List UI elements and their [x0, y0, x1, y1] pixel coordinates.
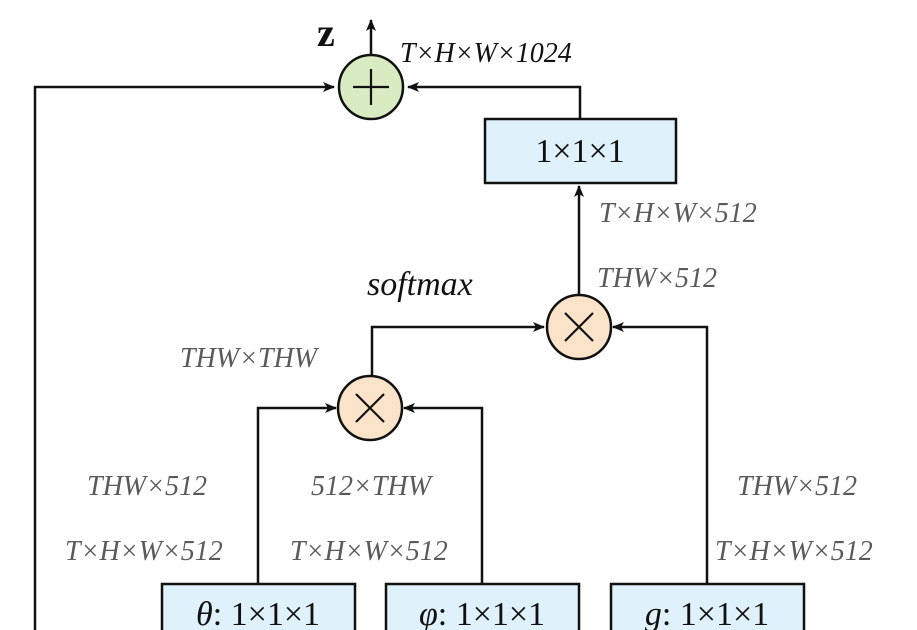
projection-input-dim-label: T×H×W×512 — [599, 198, 757, 229]
output-dim-label: T×H×W×1024 — [400, 38, 572, 69]
g-to-product-arrow — [612, 322, 709, 583]
g-kernel: : 1×1×1 — [662, 596, 769, 630]
theta-out-dim-label: T×H×W×512 — [65, 536, 223, 567]
softmax-label: softmax — [367, 266, 473, 303]
output-projection-box — [483, 117, 678, 185]
g-out-dim-label: T×H×W×512 — [715, 536, 873, 567]
phi-box — [384, 582, 581, 630]
theta-box — [160, 582, 357, 630]
theta-symbol: θ — [196, 596, 213, 630]
phi-reshaped-dim-label: 512×THW — [311, 471, 434, 502]
phi-box-label: φ: 1×1×1 — [419, 596, 545, 630]
second-product-dim-label: THW×512 — [597, 263, 717, 294]
theta-reshaped-dim-label: THW×512 — [87, 471, 207, 502]
first-product-dim-label: THW×THW — [180, 343, 320, 374]
second-product-node — [545, 293, 613, 361]
residual-connection-arrow — [33, 82, 335, 630]
output-projection-label: 1×1×1 — [535, 133, 624, 170]
phi-out-dim-label: T×H×W×512 — [290, 536, 448, 567]
phi-to-product-arrow — [403, 403, 484, 583]
projection-to-sum-arrow — [407, 82, 582, 118]
g-symbol: g — [645, 596, 662, 630]
theta-to-product-arrow — [256, 403, 337, 583]
g-reshaped-dim-label: THW×512 — [737, 471, 857, 502]
theta-kernel: : 1×1×1 — [213, 596, 320, 630]
softmax-to-product-arrow — [370, 322, 545, 378]
first-product-node — [336, 374, 404, 442]
phi-kernel: : 1×1×1 — [438, 596, 545, 630]
theta-box-label: θ: 1×1×1 — [196, 596, 320, 630]
phi-symbol: φ — [419, 596, 438, 630]
g-box — [609, 582, 806, 630]
sum-node — [337, 53, 405, 121]
g-box-label: g: 1×1×1 — [645, 596, 769, 630]
output-label: z — [317, 10, 335, 55]
